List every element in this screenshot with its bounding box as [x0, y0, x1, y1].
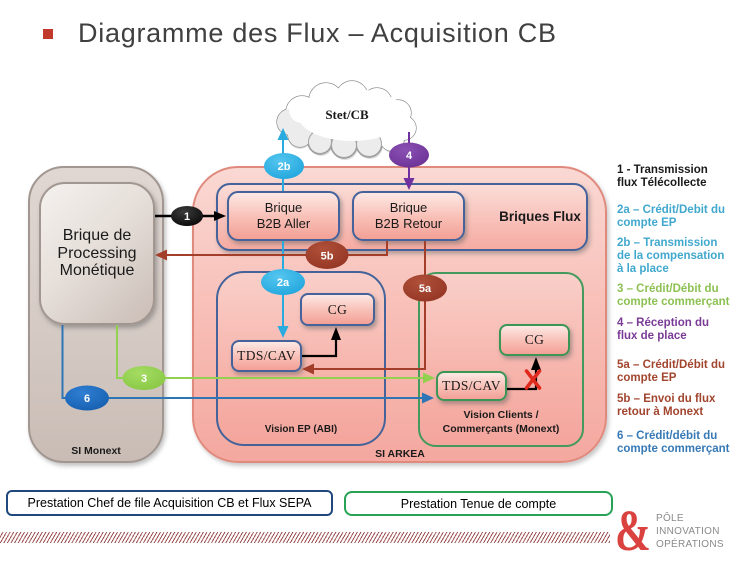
svg-text:5b: 5b — [321, 251, 334, 263]
svg-text:6: 6 — [84, 393, 90, 405]
svg-text:4: 4 — [406, 150, 413, 162]
svg-text:2b: 2b — [278, 161, 291, 173]
svg-text:1: 1 — [184, 211, 190, 223]
svg-text:Stet/CB: Stet/CB — [325, 107, 369, 122]
svg-text:5a: 5a — [419, 283, 432, 295]
svg-text:2a: 2a — [277, 277, 290, 289]
svg-text:3: 3 — [141, 373, 147, 385]
